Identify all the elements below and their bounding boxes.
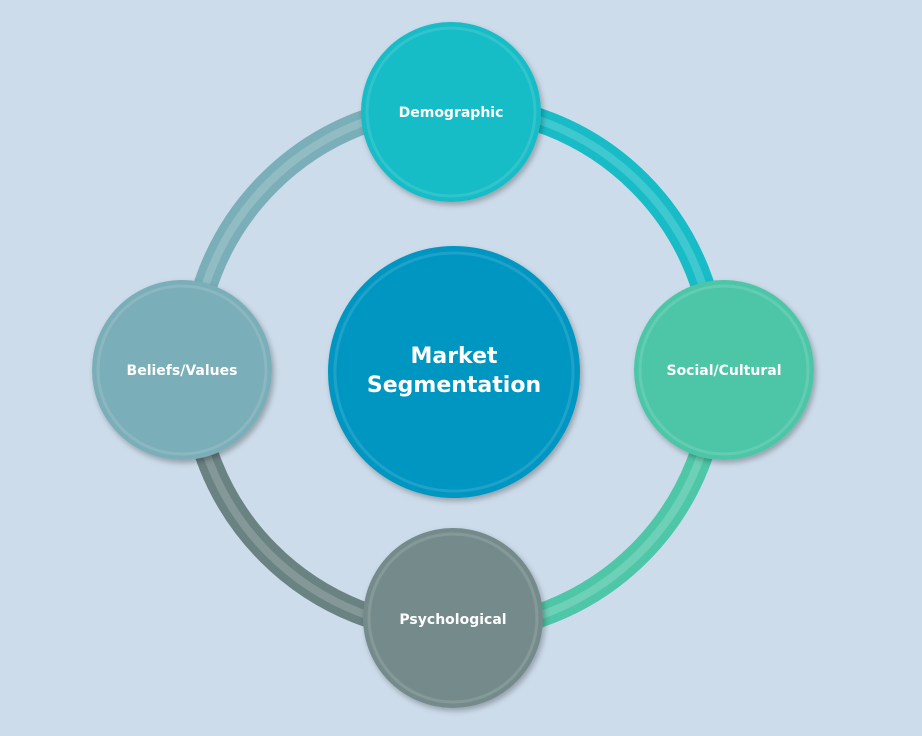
segment-node-psychological: Psychological (363, 528, 543, 708)
segment-circle (92, 280, 272, 460)
segment-circle-inner (365, 26, 537, 198)
segment-circle (634, 280, 814, 460)
segment-label: Social/Cultural (666, 363, 781, 379)
center-circle (328, 246, 580, 498)
center-node: Market Segmentation (328, 246, 580, 498)
segment-node-demographic: Demographic (361, 22, 541, 202)
segment-circle-inner (638, 284, 810, 456)
segment-circle-inner (367, 532, 539, 704)
segment-circle (363, 528, 543, 708)
segment-node-social-cultural: Social/Cultural (634, 280, 814, 460)
center-label-line-1: Market (410, 344, 498, 369)
center-circle-inner (333, 251, 575, 493)
segment-label: Beliefs/Values (127, 363, 238, 379)
segment-node-beliefs-values: Beliefs/Values (92, 280, 272, 460)
segment-circle-inner (96, 284, 268, 456)
segment-label: Psychological (399, 612, 506, 628)
center-label-line-2: Segmentation (367, 373, 541, 398)
segment-circle (361, 22, 541, 202)
segment-label: Demographic (399, 105, 504, 121)
